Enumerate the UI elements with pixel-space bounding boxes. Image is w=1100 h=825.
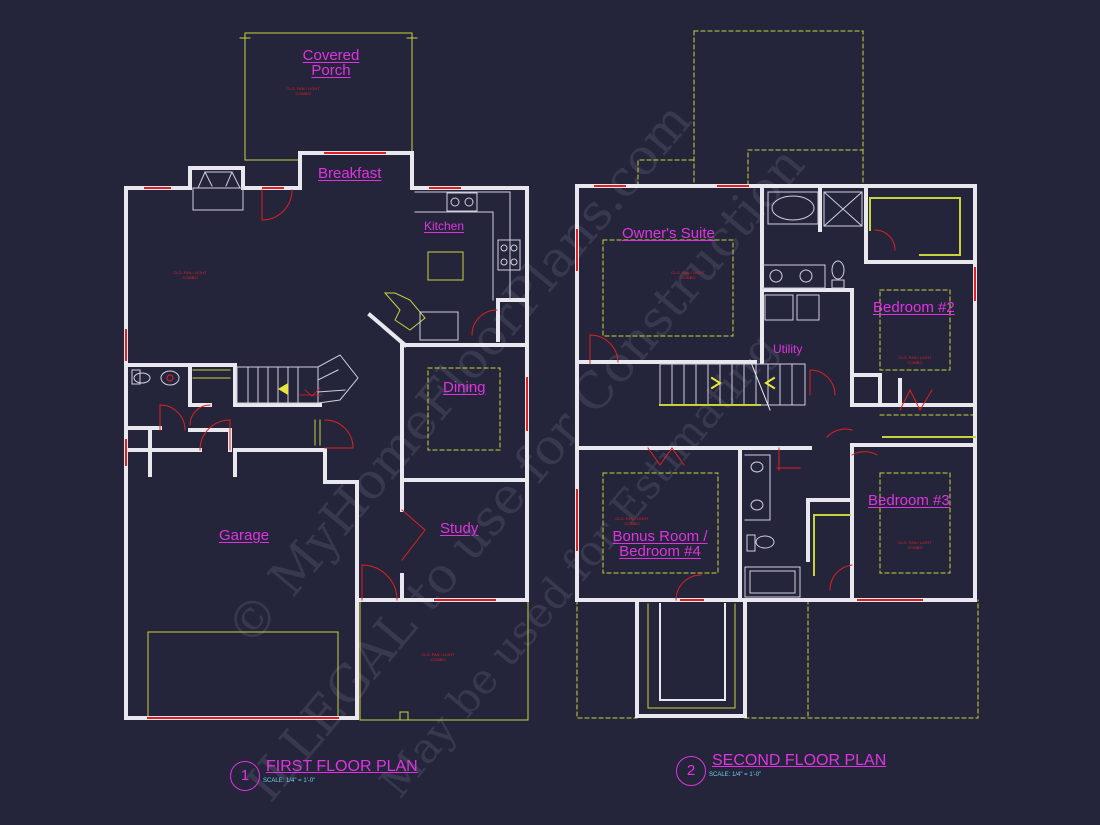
first-floor-title: FIRST FLOOR PLAN	[266, 758, 418, 775]
first-floor-ceiling-fans	[299, 387, 323, 397]
ceiling-fan-note-bonus: CLG. FAN / LIGHT COMBO	[615, 516, 649, 526]
room-label-breakfast: Breakfast	[318, 165, 382, 182]
first-floor-fixtures	[131, 171, 521, 451]
room-label-kitchen: Kitchen	[424, 219, 465, 233]
room-label-dining: Dining	[443, 379, 486, 396]
first-floor-scale: SCALE: 1/4" = 1'-0"	[263, 778, 316, 784]
second-floor-number-bubble: 2	[676, 756, 706, 786]
second-floor-title: SECOND FLOOR PLAN	[712, 752, 887, 769]
room-label-study: Study	[440, 520, 479, 537]
first-floor-doors	[159, 189, 498, 601]
ceiling-fan-note-bedroom-3: CLG. FAN / LIGHT COMBO	[898, 540, 932, 550]
ceiling-fan-note-family: CLG. FAN / LIGHT COMBO	[173, 270, 207, 280]
room-label-bedroom-3: Bedroom #3	[868, 492, 950, 509]
first-floor-walls	[124, 151, 529, 720]
first-floor-windows	[125, 152, 528, 719]
second-floor-fixtures	[602, 191, 976, 709]
ceiling-fan-note-patio: CLG. FAN / LIGHT COMBO	[421, 652, 455, 662]
room-label-covered-porch: Covered Porch	[302, 47, 360, 79]
second-floor-windows	[576, 185, 976, 601]
room-label-garage: Garage	[219, 527, 270, 544]
first-floor-number-bubble: 1	[230, 761, 260, 791]
room-label-bonus-room: Bonus Room / Bedroom #4	[612, 528, 708, 560]
second-floor-walls	[575, 184, 977, 718]
room-label-owners-suite: Owner's Suite	[622, 225, 715, 242]
ceiling-fan-note-owners: CLG. FAN / LIGHT COMBO	[671, 270, 705, 280]
ceiling-fan-note-porch: CLG. FAN / LIGHT COMBO	[286, 86, 320, 96]
ceiling-fan-note-bedroom-2: CLG. FAN / LIGHT COMBO	[898, 355, 932, 365]
room-label-bedroom-2: Bedroom #2	[873, 299, 955, 316]
first-floor-porch	[147, 32, 529, 721]
room-label-utility: Utility	[773, 342, 803, 356]
second-floor-doors	[589, 229, 933, 601]
second-floor-scale: SCALE: 1/4" = 1'-0"	[709, 772, 762, 778]
